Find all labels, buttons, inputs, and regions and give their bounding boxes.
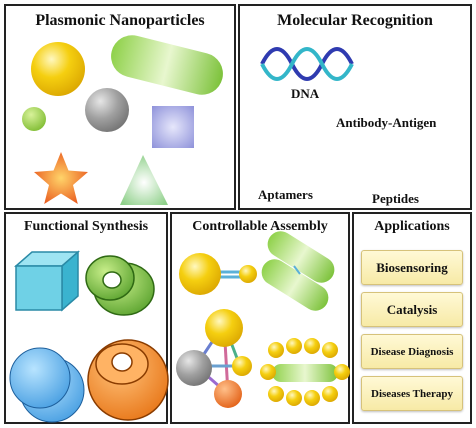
small-green-sphere-icon: [22, 107, 46, 131]
application-diseases-therapy: Diseases Therapy: [361, 376, 463, 411]
panel-title: Applications: [374, 219, 450, 234]
panel-title: Functional Synthesis: [23, 219, 149, 234]
panel-plasmonic-nanoparticles: Plasmonic Nanoparticles: [4, 4, 236, 210]
gray-sphere-icon: [85, 88, 129, 132]
antibody-antigen-label: Antibody-Antigen: [336, 115, 437, 130]
sphere-cluster-icon: [176, 309, 252, 408]
assembly-shapes: [176, 231, 350, 408]
panel-controllable-assembly: Controllable Assembly: [170, 212, 350, 424]
green-ring-icon: [85, 255, 155, 316]
panel-title: Plasmonic Nanoparticles: [35, 12, 205, 29]
blue-spheres-icon: [9, 347, 85, 423]
panel-applications: Applications Biosensoring Catalysis Dise…: [352, 212, 472, 424]
aptamers-label: Aptamers: [258, 187, 313, 202]
dna-helix-icon: [260, 47, 354, 81]
nanorod-pair-icon: [261, 231, 335, 311]
orange-ring-icon: [87, 339, 169, 421]
panel-functional-synthesis: Functional Synthesis: [4, 212, 169, 424]
functional-shapes: [9, 250, 169, 423]
rod-satellite-icon: [260, 338, 350, 406]
panel-title: Controllable Assembly: [192, 219, 328, 234]
green-triangle-icon: [120, 155, 168, 205]
cyan-cube-icon: [14, 250, 80, 312]
panel-molecular-recognition: Molecular Recognition: [238, 4, 472, 210]
lavender-cube-icon: [152, 106, 194, 148]
plasmonic-shapes: [22, 35, 223, 205]
molecular-shapes: [260, 47, 354, 81]
panel-title: Molecular Recognition: [277, 12, 433, 29]
application-biosensoring: Biosensoring: [361, 250, 463, 285]
dna-label: DNA: [291, 86, 320, 101]
sphere-dimer-icon: [179, 253, 257, 295]
application-catalysis: Catalysis: [361, 292, 463, 327]
green-nanorod-icon: [111, 35, 223, 95]
gold-sphere-icon: [31, 42, 85, 96]
orange-star-icon: [34, 152, 88, 204]
peptides-label: Peptides: [372, 191, 419, 206]
application-disease-diagnosis: Disease Diagnosis: [361, 334, 463, 369]
